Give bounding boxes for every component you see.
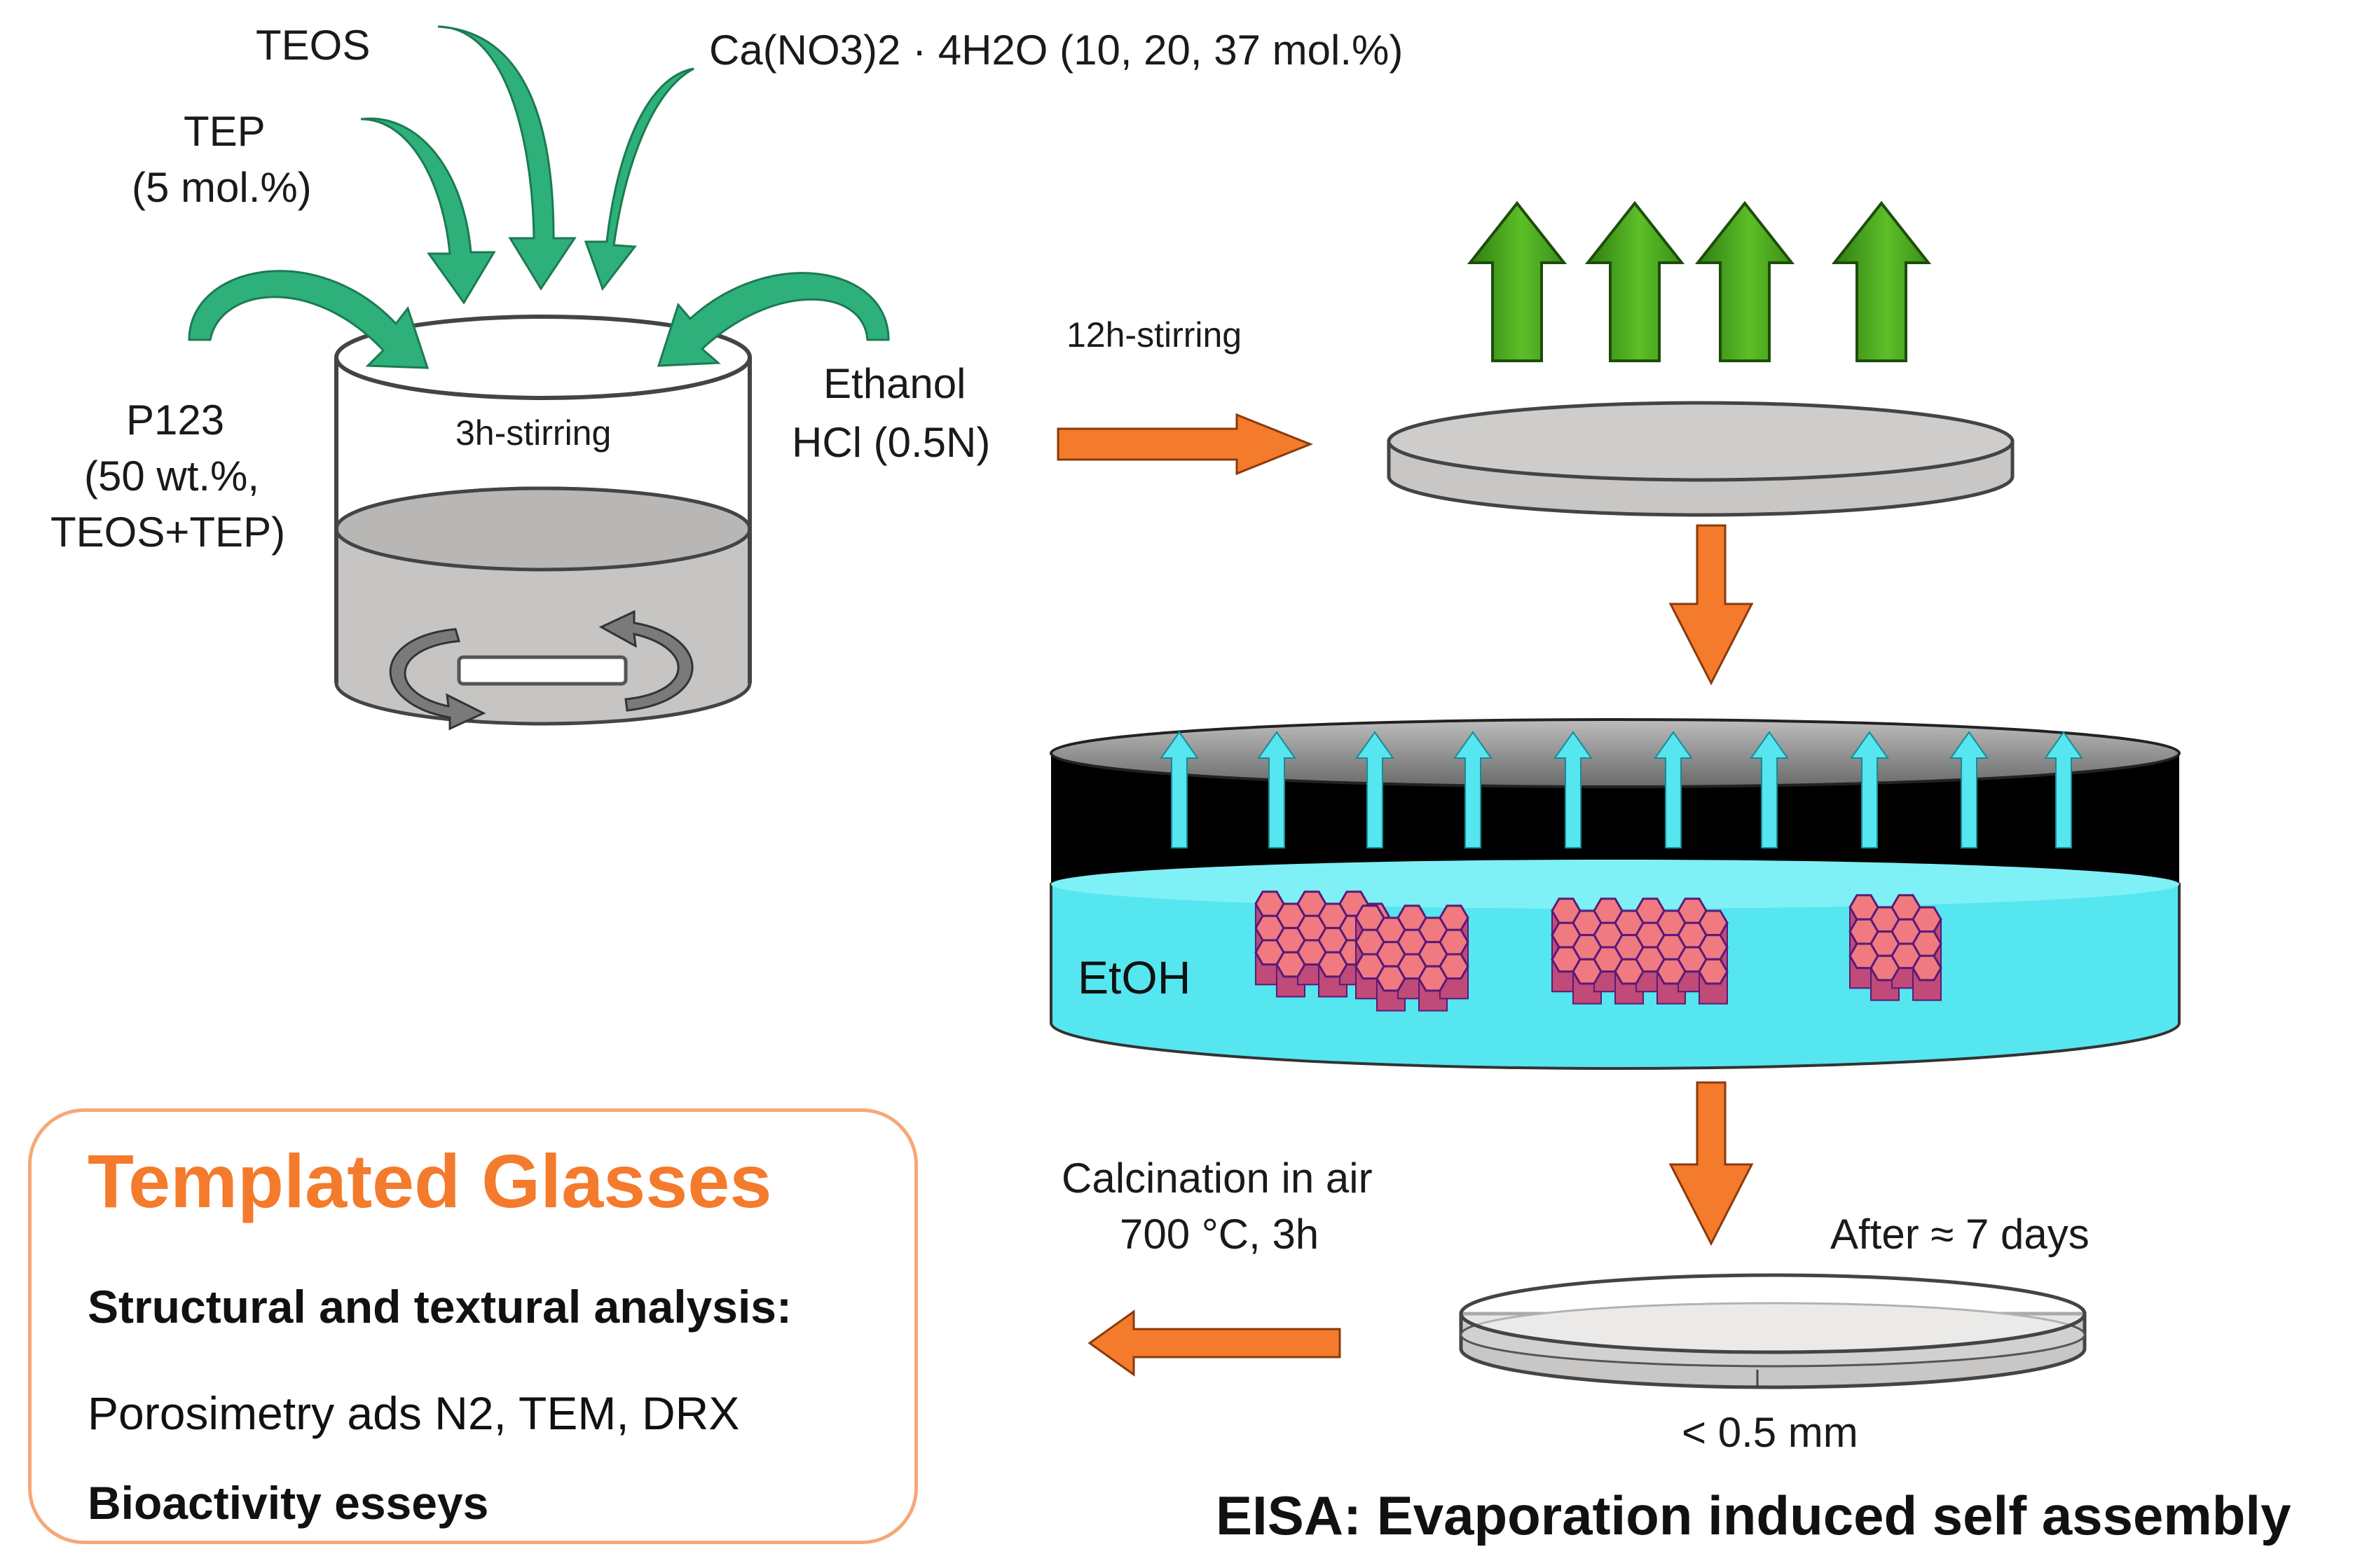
label-tep-amount: (5 mol.%) (132, 164, 312, 211)
arrow-down-2-icon (1668, 1081, 1754, 1246)
label-aging: After ≈ 7 days (1830, 1211, 2090, 1258)
summary-methods: Porosimetry ads N2, TEM, DRX (88, 1387, 740, 1439)
solvent-arrow-icon (1553, 731, 1593, 848)
reagent-labels: TEOS TEP (5 mol.%) Ca(NO3)2 · 4H2O (10, … (50, 22, 1403, 556)
vapor-arrow-1-icon (1467, 200, 1567, 362)
arrow-left-icon (1088, 1309, 1341, 1377)
hexagonal-mesophase (1254, 890, 1942, 1012)
hexagon-cluster (1551, 898, 1729, 1005)
petri-dish-final (1459, 1273, 2087, 1389)
summary-box: Templated Glasses Structural and textura… (28, 1108, 918, 1544)
reagent-arrows (188, 25, 890, 369)
label-stir-12h: 12h-stirring (1066, 315, 1242, 355)
label-tep: TEP (184, 108, 266, 155)
arrow-calcium-icon (584, 67, 694, 291)
label-calcination-2: 700 °C, 3h (1120, 1211, 1319, 1258)
solvent-arrow-icon (1949, 731, 1989, 848)
stir-bar (457, 655, 628, 686)
label-stir-3h: 3h-stirring (455, 413, 611, 453)
evaporation-arrows (1467, 200, 1932, 362)
label-p123-amount: (50 wt.%, (84, 453, 259, 500)
beaker (334, 315, 752, 731)
label-thickness: < 0.5 mm (1682, 1409, 1858, 1456)
solvent-arrow-icon (1355, 731, 1394, 848)
arrow-tep-icon (360, 117, 496, 305)
diagram-caption: EISA: Evaporation induced self assembly (1216, 1485, 2291, 1546)
summary-bioactivity: Bioactivity esseys (88, 1477, 489, 1529)
arrow-teos-icon (437, 25, 577, 291)
hexagon-cluster (1354, 905, 1469, 1012)
solvent-arrow-icon (1453, 731, 1493, 848)
label-teos: TEOS (256, 22, 370, 69)
solvent-arrow-icon (1850, 731, 1889, 848)
solvent-arrow-icon (1654, 731, 1693, 848)
solvent-arrows (1160, 731, 2083, 848)
arrow-right-icon (1057, 413, 1314, 476)
label-calcination-1: Calcination in air (1062, 1155, 1373, 1202)
summary-heading: Structural and textural analysis: (88, 1281, 792, 1333)
liquid-surface (334, 486, 752, 572)
label-hcl: HCl (0.5N) (792, 419, 990, 466)
arrow-down-1-icon (1668, 524, 1754, 686)
label-ethanol: Ethanol (823, 360, 966, 407)
vapor-arrow-2-icon (1584, 200, 1685, 362)
vapor-arrow-3-icon (1694, 200, 1795, 362)
summary-title: Templated Glasses (88, 1139, 772, 1223)
arrow-p123-icon (188, 270, 430, 369)
label-p123: P123 (126, 397, 224, 443)
beaker-rim (334, 315, 752, 400)
beaker-wall (334, 357, 752, 683)
hexagon-cluster (1848, 894, 1942, 1001)
vapor-arrow-4-icon (1831, 200, 1932, 362)
dish-rim (1050, 718, 2181, 788)
solvent-arrow-icon (1750, 731, 1789, 848)
solvent-arrow-icon (1160, 731, 1199, 848)
rotation-arrow-right-icon (598, 610, 694, 712)
solvent-arrow-icon (1257, 731, 1296, 848)
arrow-ethanol-icon (657, 272, 890, 367)
petri-dish-film (1387, 401, 2015, 517)
solvent-arrow-icon (2044, 731, 2083, 848)
process-labels: Calcination in air 700 °C, 3h After ≈ 7 … (1062, 1155, 2090, 1456)
label-calcium: Ca(NO3)2 · 4H2O (10, 20, 37 mol.%) (709, 27, 1403, 74)
self-assembly-dish: EtOH (1050, 718, 2181, 1070)
label-etoh: EtOH (1078, 951, 1191, 1003)
rotation-arrow-left-icon (389, 628, 486, 731)
process-arrows (1057, 413, 1754, 1377)
label-p123-basis: TEOS+TEP) (50, 509, 285, 556)
